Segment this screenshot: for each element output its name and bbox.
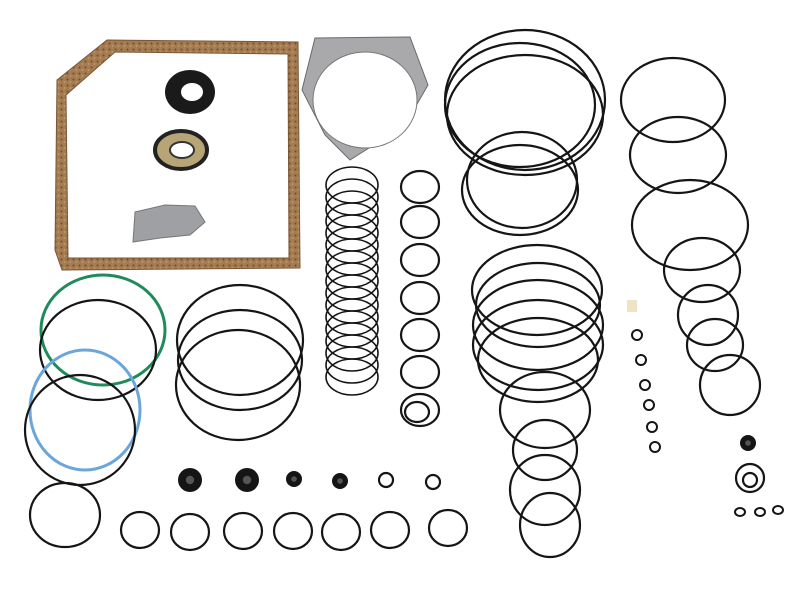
o-ring bbox=[772, 505, 784, 515]
o-ring bbox=[399, 169, 441, 205]
o-rings bbox=[23, 28, 784, 559]
o-ring bbox=[28, 348, 142, 472]
oil-seal-metal bbox=[153, 129, 209, 171]
o-ring bbox=[399, 354, 441, 390]
o-ring bbox=[470, 243, 604, 337]
cork-pan-gasket bbox=[54, 39, 301, 271]
o-ring bbox=[643, 399, 655, 411]
o-ring bbox=[639, 379, 651, 391]
o-ring bbox=[119, 510, 161, 550]
o-ring bbox=[325, 334, 379, 372]
o-ring bbox=[427, 508, 469, 548]
o-ring bbox=[635, 354, 647, 366]
o-ring bbox=[399, 204, 441, 240]
o-ring bbox=[424, 473, 442, 491]
o-ring bbox=[325, 346, 379, 384]
o-ring bbox=[222, 511, 264, 551]
o-ring bbox=[465, 130, 579, 230]
o-ring bbox=[325, 358, 379, 396]
o-ring bbox=[403, 400, 431, 424]
oil-seal-black bbox=[165, 70, 215, 114]
o-ring bbox=[476, 316, 600, 404]
o-ring bbox=[399, 317, 441, 353]
o-ring bbox=[498, 370, 592, 450]
o-ring bbox=[518, 491, 582, 559]
o-ring bbox=[399, 392, 441, 428]
o-ring bbox=[630, 178, 750, 272]
o-ring bbox=[734, 507, 746, 517]
seal-hole bbox=[291, 476, 297, 482]
o-ring bbox=[175, 283, 305, 397]
o-ring bbox=[734, 462, 766, 494]
o-ring bbox=[698, 353, 762, 417]
o-ring bbox=[631, 329, 643, 341]
seal-hole bbox=[745, 440, 751, 446]
o-ring bbox=[399, 242, 441, 278]
o-ring bbox=[619, 56, 727, 144]
seal-hole bbox=[337, 478, 343, 484]
o-ring bbox=[443, 28, 607, 172]
o-ring bbox=[369, 510, 411, 550]
o-ring bbox=[443, 41, 597, 169]
o-ring bbox=[399, 280, 441, 316]
o-ring bbox=[28, 481, 102, 549]
small-gray-gasket bbox=[132, 204, 206, 243]
o-ring bbox=[471, 278, 605, 372]
o-ring bbox=[38, 298, 158, 402]
o-ring bbox=[676, 283, 740, 347]
o-ring bbox=[741, 471, 759, 489]
o-ring bbox=[445, 53, 605, 177]
o-ring bbox=[377, 471, 395, 489]
o-ring bbox=[169, 512, 211, 552]
o-ring bbox=[174, 328, 302, 442]
o-ring bbox=[685, 317, 745, 373]
o-ring bbox=[471, 298, 605, 392]
o-ring bbox=[320, 512, 362, 552]
o-ring bbox=[176, 308, 304, 412]
o-ring bbox=[662, 236, 742, 304]
o-ring bbox=[511, 418, 579, 482]
o-ring bbox=[754, 507, 766, 517]
seal-hole bbox=[242, 475, 252, 485]
o-ring bbox=[460, 143, 580, 237]
cream-plug bbox=[627, 300, 637, 312]
o-ring bbox=[628, 115, 728, 195]
o-ring bbox=[39, 273, 167, 387]
o-ring bbox=[272, 511, 314, 551]
gray-pump-gasket bbox=[301, 36, 429, 161]
o-ring bbox=[508, 453, 582, 527]
o-ring bbox=[646, 421, 658, 433]
seal-hole bbox=[185, 475, 195, 485]
o-ring bbox=[474, 261, 602, 349]
small-seals bbox=[178, 300, 756, 492]
o-ring bbox=[649, 441, 661, 453]
